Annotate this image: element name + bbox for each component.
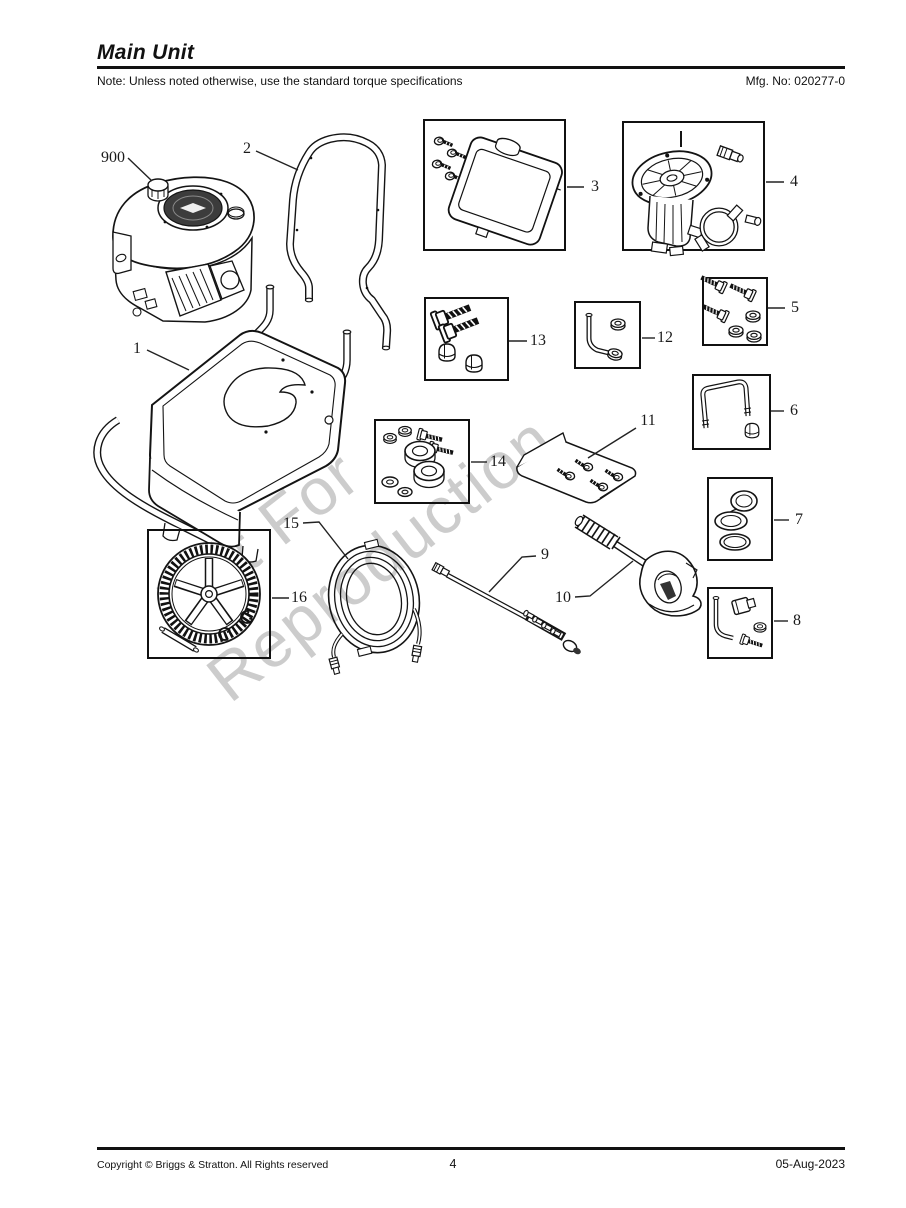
header-rule: [97, 66, 845, 69]
tube-kit-8-illustration: [707, 587, 773, 659]
callout-14: 14: [490, 453, 506, 470]
cap-kit-7-illustration: [707, 477, 773, 561]
gun-illustration: [574, 514, 702, 617]
copyright-text: Copyright © Briggs & Stratton. All Right…: [97, 1159, 329, 1171]
fuel-tank-kit-illustration: [423, 119, 566, 251]
callout-10: 10: [555, 589, 571, 606]
revision-date: 05-Aug-2023: [775, 1157, 845, 1171]
callout-2: 2: [243, 140, 251, 157]
wand-illustration: [431, 561, 581, 655]
engine-illustration: [112, 176, 255, 323]
callout-15: 15: [283, 515, 299, 532]
footer-rule: [97, 1147, 845, 1150]
callout-4: 4: [790, 173, 798, 190]
callout-leader-lines: [127, 150, 789, 622]
callout-16: 16: [291, 589, 307, 606]
pump-kit-illustration: [622, 121, 765, 257]
callout-8: 8: [793, 612, 801, 629]
tube-kit-12-illustration: [574, 301, 641, 369]
mfg-number: Mfg. No: 020277-0: [745, 74, 845, 88]
callout-5: 5: [791, 299, 799, 316]
fastener-kit-13-illustration: [424, 298, 509, 381]
callout-7: 7: [795, 511, 803, 528]
callout-6: 6: [790, 402, 798, 419]
callout-13: 13: [530, 332, 546, 349]
callout-3: 3: [591, 178, 599, 195]
fastener-kit-5-illustration: [699, 272, 768, 346]
page-title: Main Unit: [97, 41, 195, 64]
frame-illustration: [93, 284, 352, 563]
torque-note: Note: Unless noted otherwise, use the st…: [97, 74, 463, 88]
callout-11: 11: [640, 412, 656, 429]
bearing-kit-14-illustration: [374, 419, 470, 504]
wheel-kit-illustration: [147, 529, 271, 659]
handle-illustration: [285, 133, 392, 351]
page-number: 4: [449, 1157, 457, 1171]
callout-9: 9: [541, 546, 549, 563]
hose-illustration: [327, 538, 423, 675]
screw-bag-illustration: [516, 432, 637, 504]
bracket-kit-6-illustration: [692, 374, 771, 450]
callout-900: 900: [101, 149, 125, 166]
callout-1: 1: [133, 340, 141, 357]
callout-12: 12: [657, 329, 673, 346]
